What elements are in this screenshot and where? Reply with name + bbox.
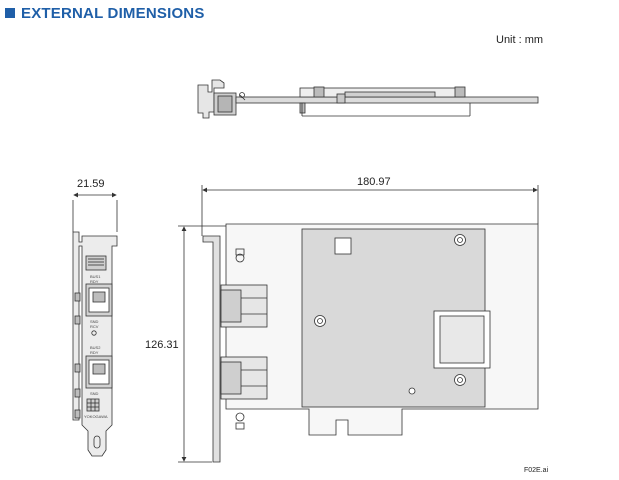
bracket-view xyxy=(72,192,118,457)
bus1-rcv-label: RCV xyxy=(90,324,99,329)
bus2-label: BUS2 xyxy=(90,345,101,350)
brand-label: YOKOGAWA xyxy=(84,414,108,419)
section-heading: EXTERNAL DIMENSIONS xyxy=(5,3,205,23)
bracket-width-dimension: 21.59 xyxy=(77,178,105,190)
board-length-dimension: 180.97 xyxy=(357,176,391,188)
bus1-label: BUS1 xyxy=(90,274,101,279)
unit-label: Unit : mm xyxy=(496,34,544,46)
figure-id: F02E.ai xyxy=(524,467,549,474)
bus2-rdy-label: RDY xyxy=(90,350,99,355)
board-view xyxy=(178,185,539,463)
heading-title: EXTERNAL DIMENSIONS xyxy=(21,4,205,22)
board-height-dimension: 126.31 xyxy=(145,339,179,351)
heading-square-icon xyxy=(5,8,15,18)
top-view xyxy=(197,79,539,119)
bus2-snd-label: SND xyxy=(90,391,99,396)
bus1-snd-label: SND xyxy=(90,319,99,324)
bus1-rdy-label: RDY xyxy=(90,279,99,284)
